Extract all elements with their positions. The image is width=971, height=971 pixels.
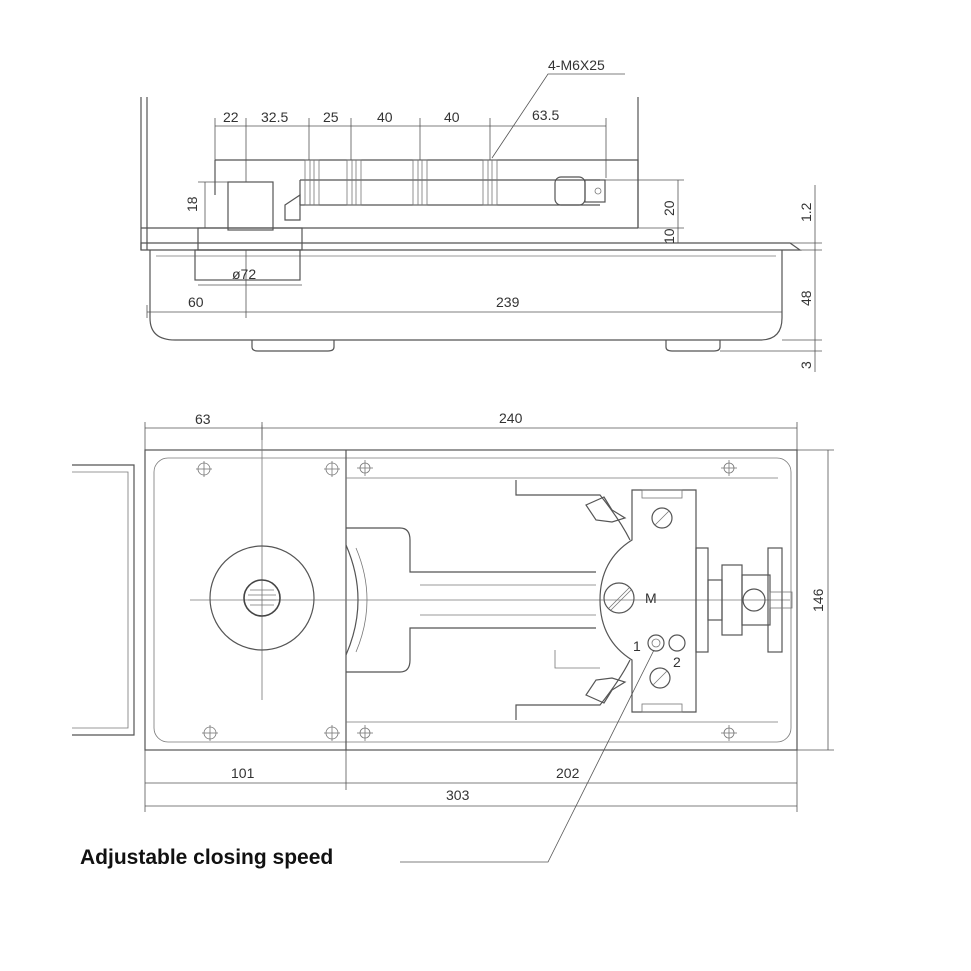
dim-22: 22 — [223, 109, 239, 125]
dim-20: 20 — [661, 200, 677, 216]
dim-1-2: 1.2 — [798, 202, 814, 222]
bolt-spec-label: 4-M6X25 — [548, 57, 605, 73]
dim-63-5: 63.5 — [532, 107, 559, 123]
dim-18: 18 — [184, 196, 200, 212]
dim-diameter-72: ø72 — [232, 266, 256, 282]
dim-63: 63 — [195, 411, 211, 427]
dim-10: 10 — [661, 228, 677, 244]
screw-head-icon — [603, 507, 686, 689]
elevation-view: 22 32.5 25 40 40 63.5 4-M6X25 18 20 10 1… — [140, 57, 822, 372]
dim-25: 25 — [323, 109, 339, 125]
dim-146: 146 — [810, 588, 826, 612]
dim-239: 239 — [496, 294, 520, 310]
dim-40-a: 40 — [377, 109, 393, 125]
valve-label-2: 2 — [673, 654, 681, 670]
dim-48: 48 — [798, 290, 814, 306]
caption-adjustable-closing-speed: Adjustable closing speed — [80, 846, 334, 869]
valve-label-1: 1 — [633, 638, 641, 654]
plan-view: 63 240 146 101 202 303 M 1 2 — [72, 410, 834, 863]
dim-3: 3 — [798, 361, 814, 369]
dim-40-b: 40 — [444, 109, 460, 125]
screw-hole-icon — [196, 460, 737, 741]
dim-202: 202 — [556, 765, 580, 781]
dim-60: 60 — [188, 294, 204, 310]
valve-label-m: M — [645, 590, 657, 606]
dim-240: 240 — [499, 410, 523, 426]
dim-32-5: 32.5 — [261, 109, 288, 125]
dim-101: 101 — [231, 765, 255, 781]
dim-303: 303 — [446, 787, 470, 803]
